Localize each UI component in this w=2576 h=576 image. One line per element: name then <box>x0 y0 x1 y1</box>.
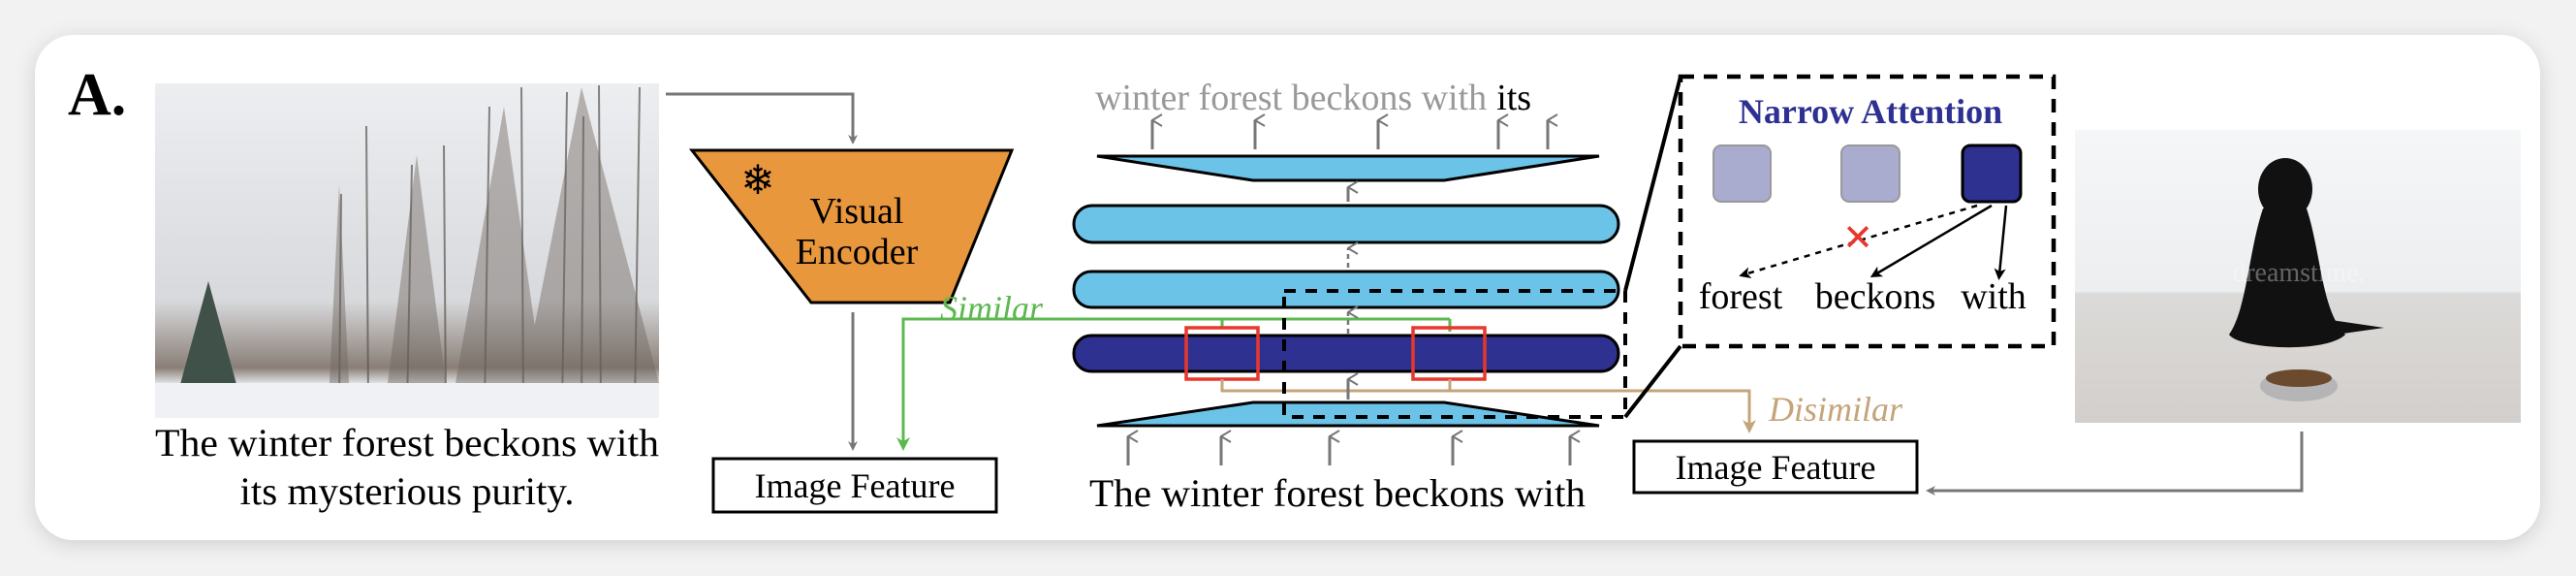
attention-title: Narrow Attention <box>1739 92 2002 131</box>
image-feature-left-label: Image Feature <box>755 466 956 505</box>
zoom-region <box>1282 289 1627 419</box>
encoder-label-line2: Encoder <box>796 232 919 272</box>
encoder-label-line1: Visual <box>810 191 904 232</box>
dissimilar-connector <box>1220 379 1756 433</box>
dog-image: dreamstime. <box>2075 130 2521 423</box>
zoom-line-bottom <box>1623 344 1682 419</box>
attention-token-faded <box>1712 144 1772 203</box>
forest-caption-line2: its mysterious purity. <box>240 469 575 513</box>
image-feature-left <box>711 457 998 514</box>
attention-word-beckons: beckons <box>1815 276 1936 317</box>
attention-word-forest: forest <box>1699 276 1783 317</box>
attention-token-active <box>1961 144 2023 204</box>
cross-icon: ✕ <box>1842 218 1873 259</box>
zoom-line-top <box>1623 76 1682 292</box>
dog-to-feature-arrow <box>1926 432 2304 496</box>
input-embedding <box>1096 400 1600 428</box>
predicted-tokens: winter forest beckons with <box>1095 78 1487 118</box>
panel-label: A. <box>68 62 126 128</box>
similar-label: Similar <box>940 289 1044 328</box>
transformer-layer-middle <box>1072 270 1620 309</box>
output-arrows <box>1150 120 1548 149</box>
snowflake-icon: ❄ <box>740 159 774 204</box>
attention-word-with: with <box>1961 276 2026 317</box>
transformer-layer-top <box>1072 204 1620 244</box>
image-feature-right <box>1632 439 1919 495</box>
dog-watermark: dreamstime. <box>2232 258 2366 288</box>
transformer-layer-highlighted <box>1072 334 1620 373</box>
attention-arrow-with <box>1994 205 2008 280</box>
blocked-attention-arrow <box>1739 204 1978 279</box>
attention-callout: Narrow Attention ✕ forest beckons with <box>1678 74 2057 349</box>
input-arrows <box>1126 436 1570 465</box>
visual-encoder <box>688 148 1015 304</box>
forest-caption-line1: The winter forest beckons with <box>155 421 659 464</box>
next-token: its <box>1496 78 1531 118</box>
similar-connector <box>896 317 1224 451</box>
image-to-encoder-arrow <box>666 92 858 144</box>
attention-token-faded <box>1840 144 1901 203</box>
attention-arrow-beckons <box>1869 204 1993 278</box>
output-tokens: winter forest beckons with its <box>1095 78 1531 118</box>
input-text: The winter forest beckons with <box>1089 471 1586 515</box>
image-feature-right-label: Image Feature <box>1676 448 1876 487</box>
forest-image <box>155 83 659 418</box>
output-head <box>1096 154 1600 182</box>
dissimilar-label: Disimilar <box>1768 390 1903 429</box>
